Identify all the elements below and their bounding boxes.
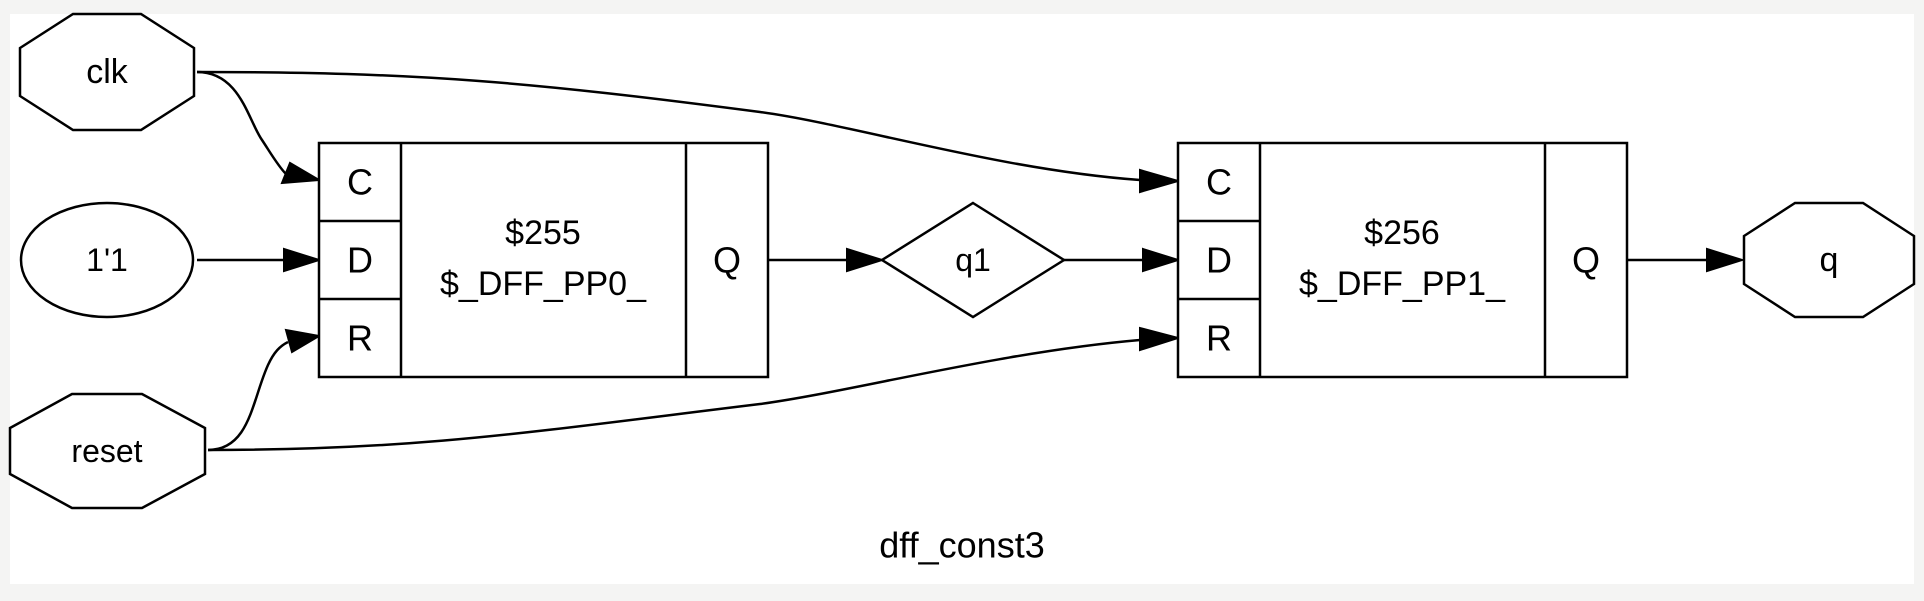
output-q-shape: [1742, 201, 1916, 319]
edge-clk-to-dff255-c: [196, 70, 287, 175]
edge-reset-to-dff255-r: [207, 340, 289, 452]
dff-255-type: $_DFF_PP0_: [440, 265, 647, 303]
dff-cell-256-box: [1176, 141, 1629, 379]
dff-cell-256[interactable]: C D R Q $256 $_DFF_PP1_: [1176, 141, 1629, 379]
arrowhead: [1139, 168, 1182, 194]
dff-255-port-d: D: [347, 240, 373, 281]
dff-cell-255-box: [317, 141, 770, 379]
output-q-node[interactable]: q: [1742, 201, 1916, 319]
dff-256-port-q: Q: [1572, 240, 1600, 281]
arrowhead: [1139, 326, 1182, 352]
constant-shape: [19, 201, 195, 319]
input-clk-label: clk: [86, 53, 129, 91]
dff-256-id: $256: [1364, 214, 1440, 252]
diagram-title: dff_const3: [879, 525, 1044, 566]
dff-255-port-q: Q: [713, 240, 741, 281]
arrowhead: [1706, 247, 1746, 273]
wire-q1-shape: [879, 201, 1067, 319]
edge-clk-to-dff256-c: [196, 70, 1141, 182]
dff-255-id: $255: [505, 214, 581, 252]
arrowhead: [284, 328, 322, 354]
input-reset-node[interactable]: reset: [8, 392, 207, 510]
input-clk-shape: [18, 12, 196, 132]
wire-q1-label: q1: [955, 242, 991, 278]
dff-cell-255[interactable]: C D R Q $255 $_DFF_PP0_: [317, 141, 770, 379]
arrowhead: [1142, 247, 1182, 273]
arrowhead: [280, 161, 323, 185]
dff-256-port-c: C: [1206, 162, 1232, 203]
edge-reset-to-dff256-r: [207, 338, 1141, 452]
arrowhead: [283, 247, 323, 273]
input-reset-label: reset: [71, 433, 142, 469]
constant-label: 1'1: [86, 242, 128, 278]
dff-256-port-d: D: [1206, 240, 1232, 281]
output-q-label: q: [1820, 241, 1839, 279]
input-reset-shape: [8, 392, 207, 510]
constant-node[interactable]: 1'1: [19, 201, 195, 319]
dff-256-type: $_DFF_PP1_: [1299, 265, 1506, 303]
dff-255-port-r: R: [347, 318, 373, 359]
wire-q1-node[interactable]: q1: [879, 201, 1067, 319]
dff-256-port-r: R: [1206, 318, 1232, 359]
dff-255-port-c: C: [347, 162, 373, 203]
arrowhead: [846, 247, 886, 273]
input-clk-node[interactable]: clk: [18, 12, 196, 132]
